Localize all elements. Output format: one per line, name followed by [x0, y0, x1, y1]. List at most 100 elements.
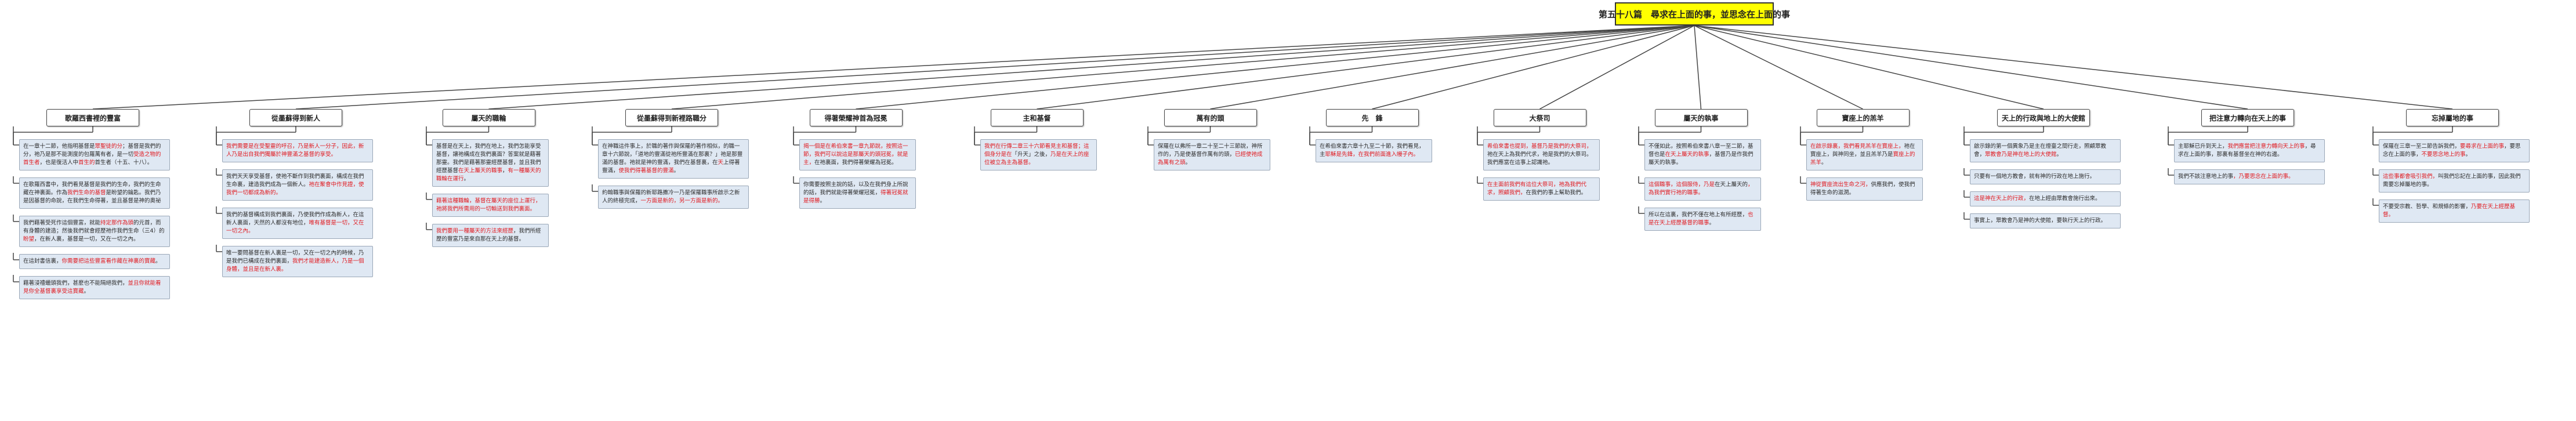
note-text: ，要思念在上面的事， [2383, 143, 2521, 158]
note-text: 首生者（十五、十八）。 [95, 159, 153, 166]
topic-node: 得著榮耀神首為冠冕 [809, 109, 903, 126]
topic-label: 屬天的職輪 [471, 114, 506, 122]
note-card: 啟示錄的第一個異象乃是主在燈臺之間行走，照顧眾教會，眾教會乃是神在地上的大使館。 [1970, 139, 2121, 162]
note-text: 在神職這件事上，於職的著作與保羅的著作相似，的職一章十六節說，「道地的豐滿從祂所… [602, 143, 743, 166]
highlighted-text: 你需要把這些豐富看作藏在神裏的寶藏 [61, 258, 156, 264]
note-text: 。 [1821, 159, 1827, 166]
note-card: 我們要用一種屬天的方法來經歷，我們所經歷的豐富乃是來自那在天上的基督。 [432, 224, 549, 247]
root-topic-connector [1539, 25, 1695, 110]
highlighted-text: 揭一個是在希伯來書一章九節說，按照這一節，我們可以說這是那屬天的頭冠冕，就是主， [803, 143, 908, 166]
note-card: 你需要按照主說的話，以及在我們身上所說的話，我們就能得著榮耀冠冕，得著冠冕就是得… [799, 177, 916, 209]
note-card: 事實上，眾教會乃是神的大使館，要執行天上的行政。 [1970, 213, 2121, 228]
note-card: 藉著浸禮蠟頭我們，甚麼也不能隔絕我們，並且你就能看見你全基督裏享受這寶藏。 [19, 276, 170, 299]
highlighted-text: 在啟示錄裏，我們看見羔羊在寶座上， [1810, 143, 1904, 150]
topic-label: 屬天的執事 [1683, 114, 1719, 122]
highlighted-text: 持定那作為 [100, 220, 128, 226]
root-topic-connector [1037, 25, 1695, 110]
highlighted-text: 我們才能建造新人，乃是一個身體，並且是在新人裏。 [226, 258, 364, 273]
root-topic-connector [1694, 25, 2044, 110]
note-card: 希伯來書也提到，基督乃是我們的大祭司，祂在天上為我們代求，祂是我們的大祭司。我們… [1483, 139, 1600, 170]
note-text: 上得著豐滿， [602, 159, 740, 174]
note-text: 。 [84, 288, 90, 295]
note-text: 的元首，而有身體的建造；然後我們就會經歷祂作我們生命（三4）的 [23, 220, 165, 234]
highlighted-text: 神從寶座流出生命之河， [1810, 182, 1871, 188]
highlighted-text: 寶座上的羔羊 [1810, 151, 1915, 166]
note-card: 在希伯來書六章十九至二十節，我們看見，主耶穌是先鋒，在我們前面進入幔子內。 [1316, 139, 1432, 162]
note-text: 。 [463, 176, 470, 182]
root-topic-connector [295, 25, 1695, 110]
highlighted-text: 不要思念地上的事 [2421, 151, 2466, 158]
highlighted-text: 我們需要是在受聖靈的呼召，乃是新人一分子，因此，新人乃是出自我們獨屬於神豐滿之基… [226, 143, 364, 158]
highlighted-text: 首生的 [78, 159, 95, 166]
note-card: 我們的基督構成到我們裏面，乃使我們作成為新人，在這新人裏面，天然的人都沒有地位，… [222, 208, 373, 239]
highlighted-text: 希伯來書也提到，基督乃是我們的大祭司， [1487, 143, 1592, 150]
note-text: 。 [2465, 151, 2472, 158]
note-text: 在祂裏面，我們得著榮耀為冠冕。 [814, 159, 897, 166]
root-topic-connector [671, 25, 1695, 110]
note-card: 不要受宗教、哲學、和規條的影響，乃要在天上經歷基督。 [2379, 199, 2530, 223]
highlighted-text: 我們在行傳二章三十六節看見主和基督；這個身分是在 [984, 143, 1089, 158]
note-text: 。 [673, 168, 680, 174]
note-card: 唯一要問基督在新人裏是一切，又在一切之內的時候，乃是我們已構成在我們裏面，我們才… [222, 246, 373, 277]
highlighted-text: 祂在聚會中作見證，使我們一切都成為新的。 [226, 182, 364, 196]
topic-label: 先 鋒 [1361, 114, 1383, 122]
note-text: 「升天」之後， [1012, 151, 1051, 158]
topic-node: 從墨蘇得到新人 [249, 109, 342, 126]
note-text: 祂在寶座上，與神同坐，並且羔羊乃是 [1810, 143, 1915, 158]
highlighted-text: 藉著這種職輪，基督在屬天的座位上運行，祂將我們所需用的一切輸送到我們裏面。 [436, 198, 541, 212]
highlighted-text: 乃要在天上經歷基督。 [2383, 204, 2516, 218]
note-text: 叫我們忘記在上面的事，因此我們需要忘掉屬地的事。 [2383, 173, 2521, 188]
highlighted-text: 眾教會乃是神在地上的大使館 [1985, 151, 2057, 158]
note-card: 這個職事，這個服侍，乃是在天上屬天的，為我們實行祂的職事。 [1644, 177, 1761, 201]
root-topic-connector [1694, 25, 1702, 110]
topic-label: 歌羅西書裡的豐富 [64, 114, 121, 122]
note-card: 我們天天享受基督，使祂不斷作到我們裏面，構成在我們生命裏，建造我們成為一個新人。… [222, 169, 373, 201]
note-text: 是盼望的鑰匙。我們乃是因基督的命說，在我們生命得著，並且基督是神的奧祕 [23, 190, 161, 204]
note-text: 。 [1185, 159, 1191, 166]
topic-node: 寶座上的羔羊 [1816, 109, 1910, 126]
highlighted-text: 在天上屬天的執事 [1665, 151, 1709, 158]
topic-node: 大祭司 [1493, 109, 1586, 126]
root-topic-connector [92, 25, 1695, 110]
note-text: 你需要按照主說的話，以及在我們身上所說的話，我們就能得著榮耀冠冕， [803, 182, 908, 196]
note-text: 祂在天上為我們代求，祂是我們的大祭司。我們應當在這事上認識祂。 [1487, 151, 1592, 166]
note-text: 唯一要問基督在新人裏是一切，又在一切之內的時候，乃是我們已構成在我們裏面， [226, 250, 364, 264]
note-card: 在啟示錄裏，我們看見羔羊在寶座上，祂在寶座上，與神同坐，並且羔羊乃是寶座上的羔羊… [1806, 139, 1923, 170]
note-text: 保羅在以弗所一章二十至二十三節說，神所作的，乃是使基督作萬有的頭， [1158, 143, 1263, 158]
note-card: 我們在行傳二章三十六節看見主和基督；這個身分是在「升天」之後，乃是在天上的座位被… [980, 139, 1097, 170]
note-card: 基督是在天上，我們在地上，我們怎能享受基督，讓祂構成在我們裏面？答案就是藉著那靈… [432, 139, 549, 187]
note-card: 不僅如此，按照希伯來書八章一至二節，基督也是在天上屬天的執事，基督乃是作我們屬天… [1644, 139, 1761, 170]
highlighted-text: 在主面前我們有這位大祭司，祂為我們代求，照顧我們， [1487, 182, 1587, 196]
note-card: 在歌羅西書中，我們看見基督是我們的生命，我們的生命藏在神裏面。作為我們生命的基督… [19, 177, 170, 209]
note-text: 。 [1709, 220, 1715, 226]
highlighted-text: 我們生命的基督 [67, 190, 106, 196]
note-text: 在歌羅西書中，我們看見基督是我們的生命，我們的生命藏在神裏面。作為 [23, 182, 161, 196]
highlighted-text: 有一種屬天的職輪在運行 [436, 168, 541, 182]
note-text: 所以在這裏，我們不僅在地上有所經歷， [1649, 212, 1748, 218]
note-card: 這是神在天上的行政，在地上經由眾教會施行出來。 [1970, 191, 2121, 206]
note-card: 我們不該注意地上的事，乃要思念在上面的事。 [2174, 169, 2325, 184]
highlighted-text: 已經使祂成為萬有之頭 [1158, 151, 1263, 166]
topic-node: 天上的行政與地上的大使館 [1997, 109, 2090, 126]
highlighted-text: 乃是在天上的座位被立為主為基督。 [984, 151, 1089, 166]
note-card: 只要有一個地方教會，就有神的行政在地上施行。 [1970, 169, 2121, 184]
highlighted-text: 耶穌是先鋒，在我們前面進入幔子內。 [1325, 151, 1419, 158]
note-card: 在主面前我們有這位大祭司，祂為我們代求，照顧我們，在我們的事上幫助我們。 [1483, 177, 1600, 201]
topic-label: 從墨蘇得到新裡路職分 [636, 114, 707, 122]
highlighted-text: 使我們得著基督的豐滿 [618, 168, 674, 174]
highlighted-text: 在天上屬天的職事 [458, 168, 503, 174]
note-card: 主耶穌已升到天上，我們應當把注意力轉向天上的事，尋求在上面的事，那裏有基督坐在神… [2174, 139, 2325, 162]
note-text: 事實上，眾教會乃是神的大使館，要執行天上的行政。 [1974, 217, 2107, 224]
topic-label: 萬有的頭 [1196, 114, 1224, 122]
note-card: 在神職這件事上，於職的著作與保羅的著作相似，的職一章十六節說，「道地的豐滿從祂所… [598, 139, 749, 179]
topic-label: 忘掉屬地的事 [2431, 114, 2473, 122]
note-card: 揭一個是在希伯來書一章九節說，按照這一節，我們可以說這是那屬天的頭冠冕，就是主，… [799, 139, 916, 170]
note-text: 。 [820, 198, 826, 204]
topic-node: 忘掉屬地的事 [2406, 109, 2499, 126]
topic-node: 歌羅西書裡的豐富 [46, 109, 139, 126]
topic-node: 從墨蘇得到新裡路職分 [625, 109, 718, 126]
note-text: 藉著浸禮蠟頭我們，甚麼也不能隔絕我們， [23, 280, 128, 286]
topic-label: 從墨蘇得到新人 [271, 114, 320, 122]
note-text: 啟示錄的第一個異象乃是主在燈臺之間行走，照顧眾教會， [1974, 143, 2107, 158]
